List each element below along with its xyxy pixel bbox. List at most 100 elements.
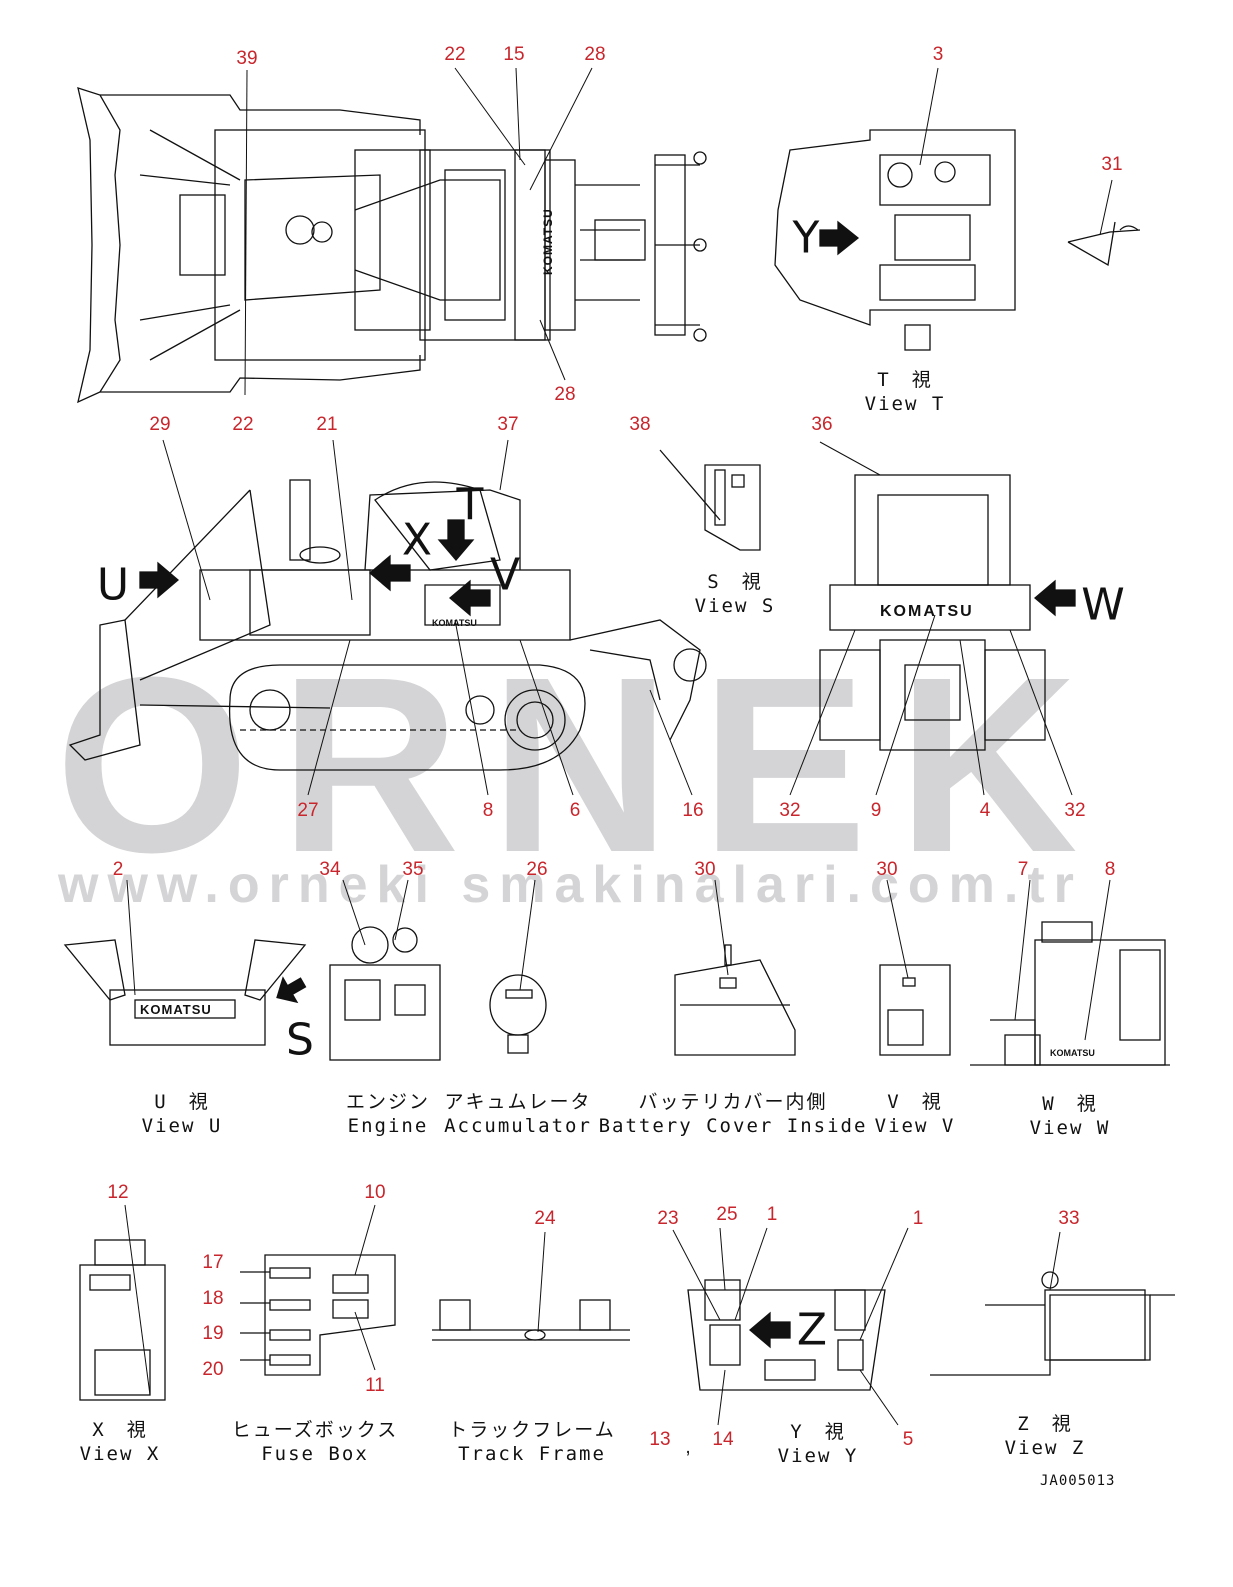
callout-14: 14 xyxy=(712,1429,734,1450)
caption-view-z: Z 視 View Z xyxy=(1005,1412,1086,1460)
part-31-sketch xyxy=(1067,221,1141,267)
callout-13: 13 xyxy=(649,1429,671,1450)
rear-view-dozer xyxy=(819,474,1076,751)
caption-view-t-en: View T xyxy=(864,393,946,415)
view-w-drawing xyxy=(970,921,1170,1066)
callout-1-right: 1 xyxy=(912,1208,924,1229)
view-letter-x: X xyxy=(401,514,433,566)
callout-4: 4 xyxy=(979,800,991,821)
callout-32-right: 32 xyxy=(1064,800,1086,821)
view-letter-v: V xyxy=(489,549,521,601)
callout-32-left: 32 xyxy=(779,800,801,821)
caption-view-t: T 視 View T xyxy=(865,368,946,416)
caption-view-z-en: View Z xyxy=(1004,1437,1086,1459)
callout-2: 2 xyxy=(112,859,124,880)
callout-33: 33 xyxy=(1058,1208,1080,1229)
accumulator-drawing xyxy=(489,974,547,1054)
brand-plate-rear-view: KOMATSU xyxy=(880,603,974,620)
caption-view-s: S 視 View S xyxy=(695,570,776,618)
callout-18: 18 xyxy=(202,1288,224,1309)
callout-30-battery: 30 xyxy=(694,859,716,880)
caption-view-w-en: View W xyxy=(1029,1117,1111,1139)
caption-view-w-jp: W 視 xyxy=(1042,1093,1098,1115)
caption-track-frame-en: Track Frame xyxy=(458,1443,606,1465)
caption-battery-cover-jp: バッテリカバー内側 xyxy=(638,1091,828,1113)
watermark-brand: ORNEK xyxy=(55,625,1108,904)
callout-21: 21 xyxy=(316,414,338,435)
callout-39: 39 xyxy=(236,48,258,69)
callout-1-left: 1 xyxy=(766,1204,778,1225)
brand-plate-view-w: KOMATSU xyxy=(1050,1048,1095,1058)
callout-36: 36 xyxy=(811,414,833,435)
view-v-drawing xyxy=(879,964,951,1056)
caption-view-y-jp: Y 視 xyxy=(790,1421,846,1443)
caption-battery-cover: バッテリカバー内側 Battery Cover Inside xyxy=(599,1090,868,1138)
caption-view-x-jp: X 視 xyxy=(92,1419,148,1441)
callout-31: 31 xyxy=(1101,154,1123,175)
callout-8-side: 8 xyxy=(482,800,494,821)
caption-engine-jp: エンジン xyxy=(345,1091,431,1113)
view-letter-s: S xyxy=(286,1014,314,1066)
callout-22-top: 22 xyxy=(444,44,466,65)
view-t-drawing xyxy=(774,129,1016,351)
brand-plate-view-u: KOMATSU xyxy=(140,1002,212,1017)
callout-29: 29 xyxy=(149,414,171,435)
callout-separator: , xyxy=(685,1437,691,1458)
callout-3: 3 xyxy=(932,44,944,65)
callout-16: 16 xyxy=(682,800,704,821)
callout-27: 27 xyxy=(297,800,319,821)
caption-view-u-jp: U 視 xyxy=(154,1091,210,1113)
caption-view-t-jp: T 視 xyxy=(877,369,933,391)
caption-accumulator: アキュムレータ Accumulator xyxy=(444,1090,592,1138)
view-x-drawing xyxy=(79,1239,166,1401)
caption-battery-cover-en: Battery Cover Inside xyxy=(598,1115,868,1137)
callout-28-bottom: 28 xyxy=(554,384,576,405)
caption-view-v-jp: V 視 xyxy=(887,1091,943,1113)
callout-12: 12 xyxy=(107,1182,129,1203)
caption-view-x: X 視 View X xyxy=(80,1418,161,1466)
callout-11: 11 xyxy=(365,1375,385,1396)
callout-22-bottom: 22 xyxy=(232,414,254,435)
callout-38: 38 xyxy=(629,414,651,435)
callout-26: 26 xyxy=(526,859,548,880)
watermark-url: www.orneki smakinalari.com.tr xyxy=(58,856,1083,914)
callout-6: 6 xyxy=(569,800,581,821)
callout-10: 10 xyxy=(364,1182,386,1203)
caption-view-x-en: View X xyxy=(79,1443,161,1465)
brand-plate-top-view: KOMATSU xyxy=(541,208,555,275)
view-letter-w: W xyxy=(1081,579,1125,631)
brand-plate-side-view: KOMATSU xyxy=(432,618,477,628)
view-letter-z: Z xyxy=(796,1304,828,1356)
caption-track-frame: トラックフレーム Track Frame xyxy=(448,1418,615,1466)
caption-view-u: U 視 View U xyxy=(142,1090,223,1138)
caption-view-y-en: View Y xyxy=(777,1445,859,1467)
callout-9: 9 xyxy=(870,800,882,821)
engine-drawing xyxy=(329,926,441,1061)
callout-15: 15 xyxy=(503,44,525,65)
callout-20: 20 xyxy=(202,1359,224,1380)
callout-35: 35 xyxy=(402,859,424,880)
drawing-code: JA005013 xyxy=(1040,1473,1116,1489)
callout-17: 17 xyxy=(202,1252,224,1273)
caption-fuse-box-jp: ヒューズボックス xyxy=(231,1419,399,1441)
caption-view-z-jp: Z 視 xyxy=(1017,1413,1073,1435)
caption-view-v-en: View V xyxy=(874,1115,956,1137)
view-z-drawing xyxy=(930,1271,1175,1376)
fuse-box-drawing xyxy=(240,1254,396,1376)
callout-24: 24 xyxy=(534,1208,556,1229)
callout-23: 23 xyxy=(657,1208,679,1229)
caption-view-u-en: View U xyxy=(141,1115,223,1137)
top-view-dozer xyxy=(77,87,707,404)
caption-accumulator-en: Accumulator xyxy=(444,1115,592,1137)
caption-view-s-jp: S 視 xyxy=(707,571,763,593)
callout-8-view-w: 8 xyxy=(1104,859,1116,880)
view-letter-u: U xyxy=(96,559,130,611)
callout-7: 7 xyxy=(1017,859,1029,880)
callout-30-view-v: 30 xyxy=(876,859,898,880)
caption-view-v: V 視 View V xyxy=(875,1090,956,1138)
caption-track-frame-jp: トラックフレーム xyxy=(448,1419,616,1441)
view-y-drawing xyxy=(687,1279,886,1391)
caption-view-w: W 視 View W xyxy=(1030,1092,1111,1140)
